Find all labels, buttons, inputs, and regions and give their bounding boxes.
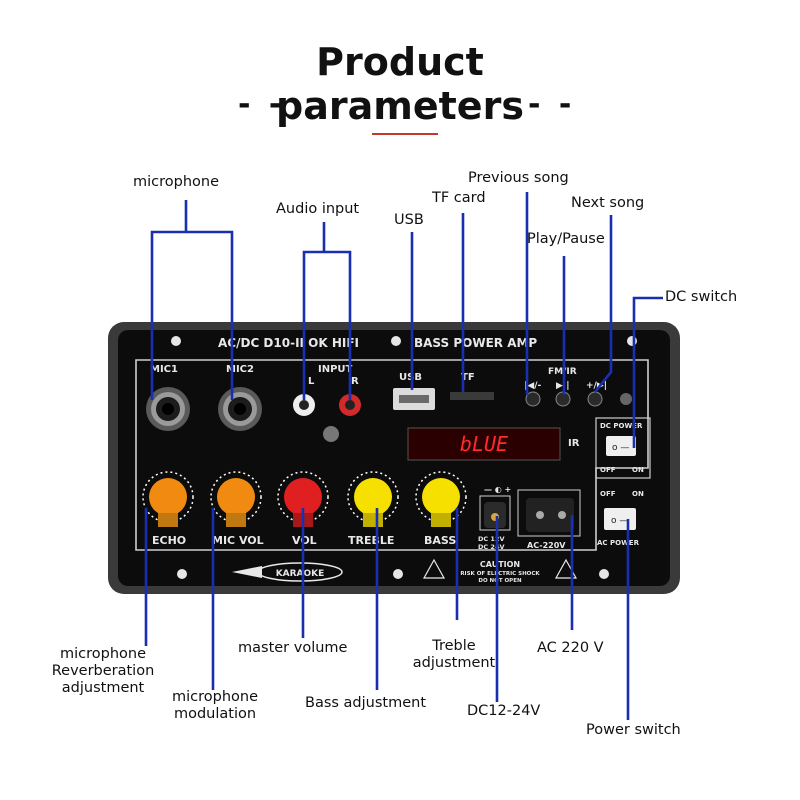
svg-text:o —: o —	[611, 516, 628, 526]
label-bass-adjustment: Bass adjustment	[305, 695, 427, 711]
label-next-song: Next song	[571, 195, 645, 211]
karaoke-logo: KARAOKE	[232, 562, 343, 582]
title-line-1: Product	[316, 40, 484, 84]
title-dash-left: - -	[238, 87, 286, 122]
dc-input-label-2: DC 24V	[478, 543, 505, 551]
mic1-jack[interactable]	[146, 387, 190, 431]
callout-lines	[144, 192, 663, 720]
previous-button[interactable]	[525, 391, 541, 407]
next-button[interactable]	[587, 391, 603, 407]
ir-label: IR	[568, 438, 580, 449]
dc-power-box	[595, 417, 651, 479]
label-usb: USB	[394, 212, 424, 228]
next-button-label: +/▶|	[586, 381, 607, 391]
label-previous-song: Previous song	[468, 170, 569, 186]
rca-input-right[interactable]	[339, 394, 361, 416]
mic1-label: MIC1	[150, 364, 178, 375]
prev-button-label: |◀/-	[524, 381, 541, 391]
input-l-label: L	[308, 376, 315, 387]
vol-knob[interactable]	[277, 471, 329, 527]
mic2-jack[interactable]	[218, 387, 262, 431]
label-mic-modulation: microphone modulation	[171, 689, 259, 722]
dc-on-label: ON	[632, 466, 644, 474]
ac-input-label: AC-220V	[527, 541, 566, 550]
input-label: INPUT	[318, 364, 353, 375]
label-audio-input: Audio input	[276, 201, 360, 217]
bass-knob[interactable]	[415, 471, 467, 527]
mic-vol-knob[interactable]	[210, 471, 262, 527]
rca-input-left[interactable]	[293, 394, 315, 416]
svg-text:— ◐ +: — ◐ +	[484, 485, 511, 494]
dc-input-label-1: DC 12V	[478, 535, 505, 543]
label-treble-adjustment: Treble adjustment	[412, 638, 496, 671]
svg-text:CAUTION: CAUTION	[480, 560, 520, 569]
label-master-volume: master volume	[238, 640, 348, 656]
label-play-pause: Play/Pause	[527, 231, 605, 247]
input-r-label: R	[351, 376, 359, 387]
label-tf-card: TF card	[432, 190, 486, 206]
led-display	[407, 427, 561, 461]
bass-label: BASS	[424, 534, 456, 547]
title-line-2: parameters	[276, 84, 524, 128]
dc-off-label: OFF	[600, 466, 616, 474]
ac-power-label: AC POWER	[597, 539, 640, 547]
echo-knob[interactable]	[142, 471, 194, 527]
usb-label: USB	[399, 372, 422, 383]
panel-amp-text: BASS POWER AMP	[414, 336, 537, 350]
screw-icon	[323, 426, 339, 442]
label-dc-switch: DC switch	[665, 289, 738, 305]
svg-text:o —: o —	[612, 443, 629, 453]
panel-face	[118, 330, 670, 586]
mic2-label: MIC2	[226, 364, 254, 375]
fm-ir-label: FM/IR	[548, 367, 577, 377]
label-mic-reverb: microphone Reverberation adjustment	[51, 646, 155, 696]
panel-model-text: AC/DC D10-II OK HIFI	[218, 336, 359, 350]
title-underline	[372, 133, 438, 135]
dc-switch[interactable]	[606, 436, 636, 456]
title-dash-right: - -	[528, 87, 576, 122]
label-ac-voltage: AC 220 V	[537, 640, 604, 656]
vol-label: VOL	[292, 534, 317, 547]
svg-text:KARAOKE: KARAOKE	[276, 569, 325, 579]
ac-on-label: ON	[632, 490, 644, 498]
dc-power-label: DC POWER	[600, 422, 643, 430]
svg-text:RISK OF ELECTRIC SHOCK: RISK OF ELECTRIC SHOCK	[460, 571, 540, 577]
led-display-text: bLUE	[460, 432, 508, 456]
label-microphone: microphone	[133, 174, 220, 190]
tf-label: TF	[461, 372, 475, 383]
svg-text:DO NOT OPEN: DO NOT OPEN	[478, 578, 522, 584]
screw-icon	[620, 393, 632, 405]
mic-vol-label: MIC VOL	[212, 534, 264, 547]
ac-input-socket[interactable]	[526, 498, 574, 532]
label-power-switch: Power switch	[586, 722, 681, 738]
ac-off-label: OFF	[600, 490, 616, 498]
label-dc-voltage: DC12-24V	[467, 703, 541, 719]
tf-card-slot[interactable]	[450, 392, 494, 400]
echo-label: ECHO	[152, 534, 186, 547]
treble-label: TREBLE	[348, 534, 394, 547]
